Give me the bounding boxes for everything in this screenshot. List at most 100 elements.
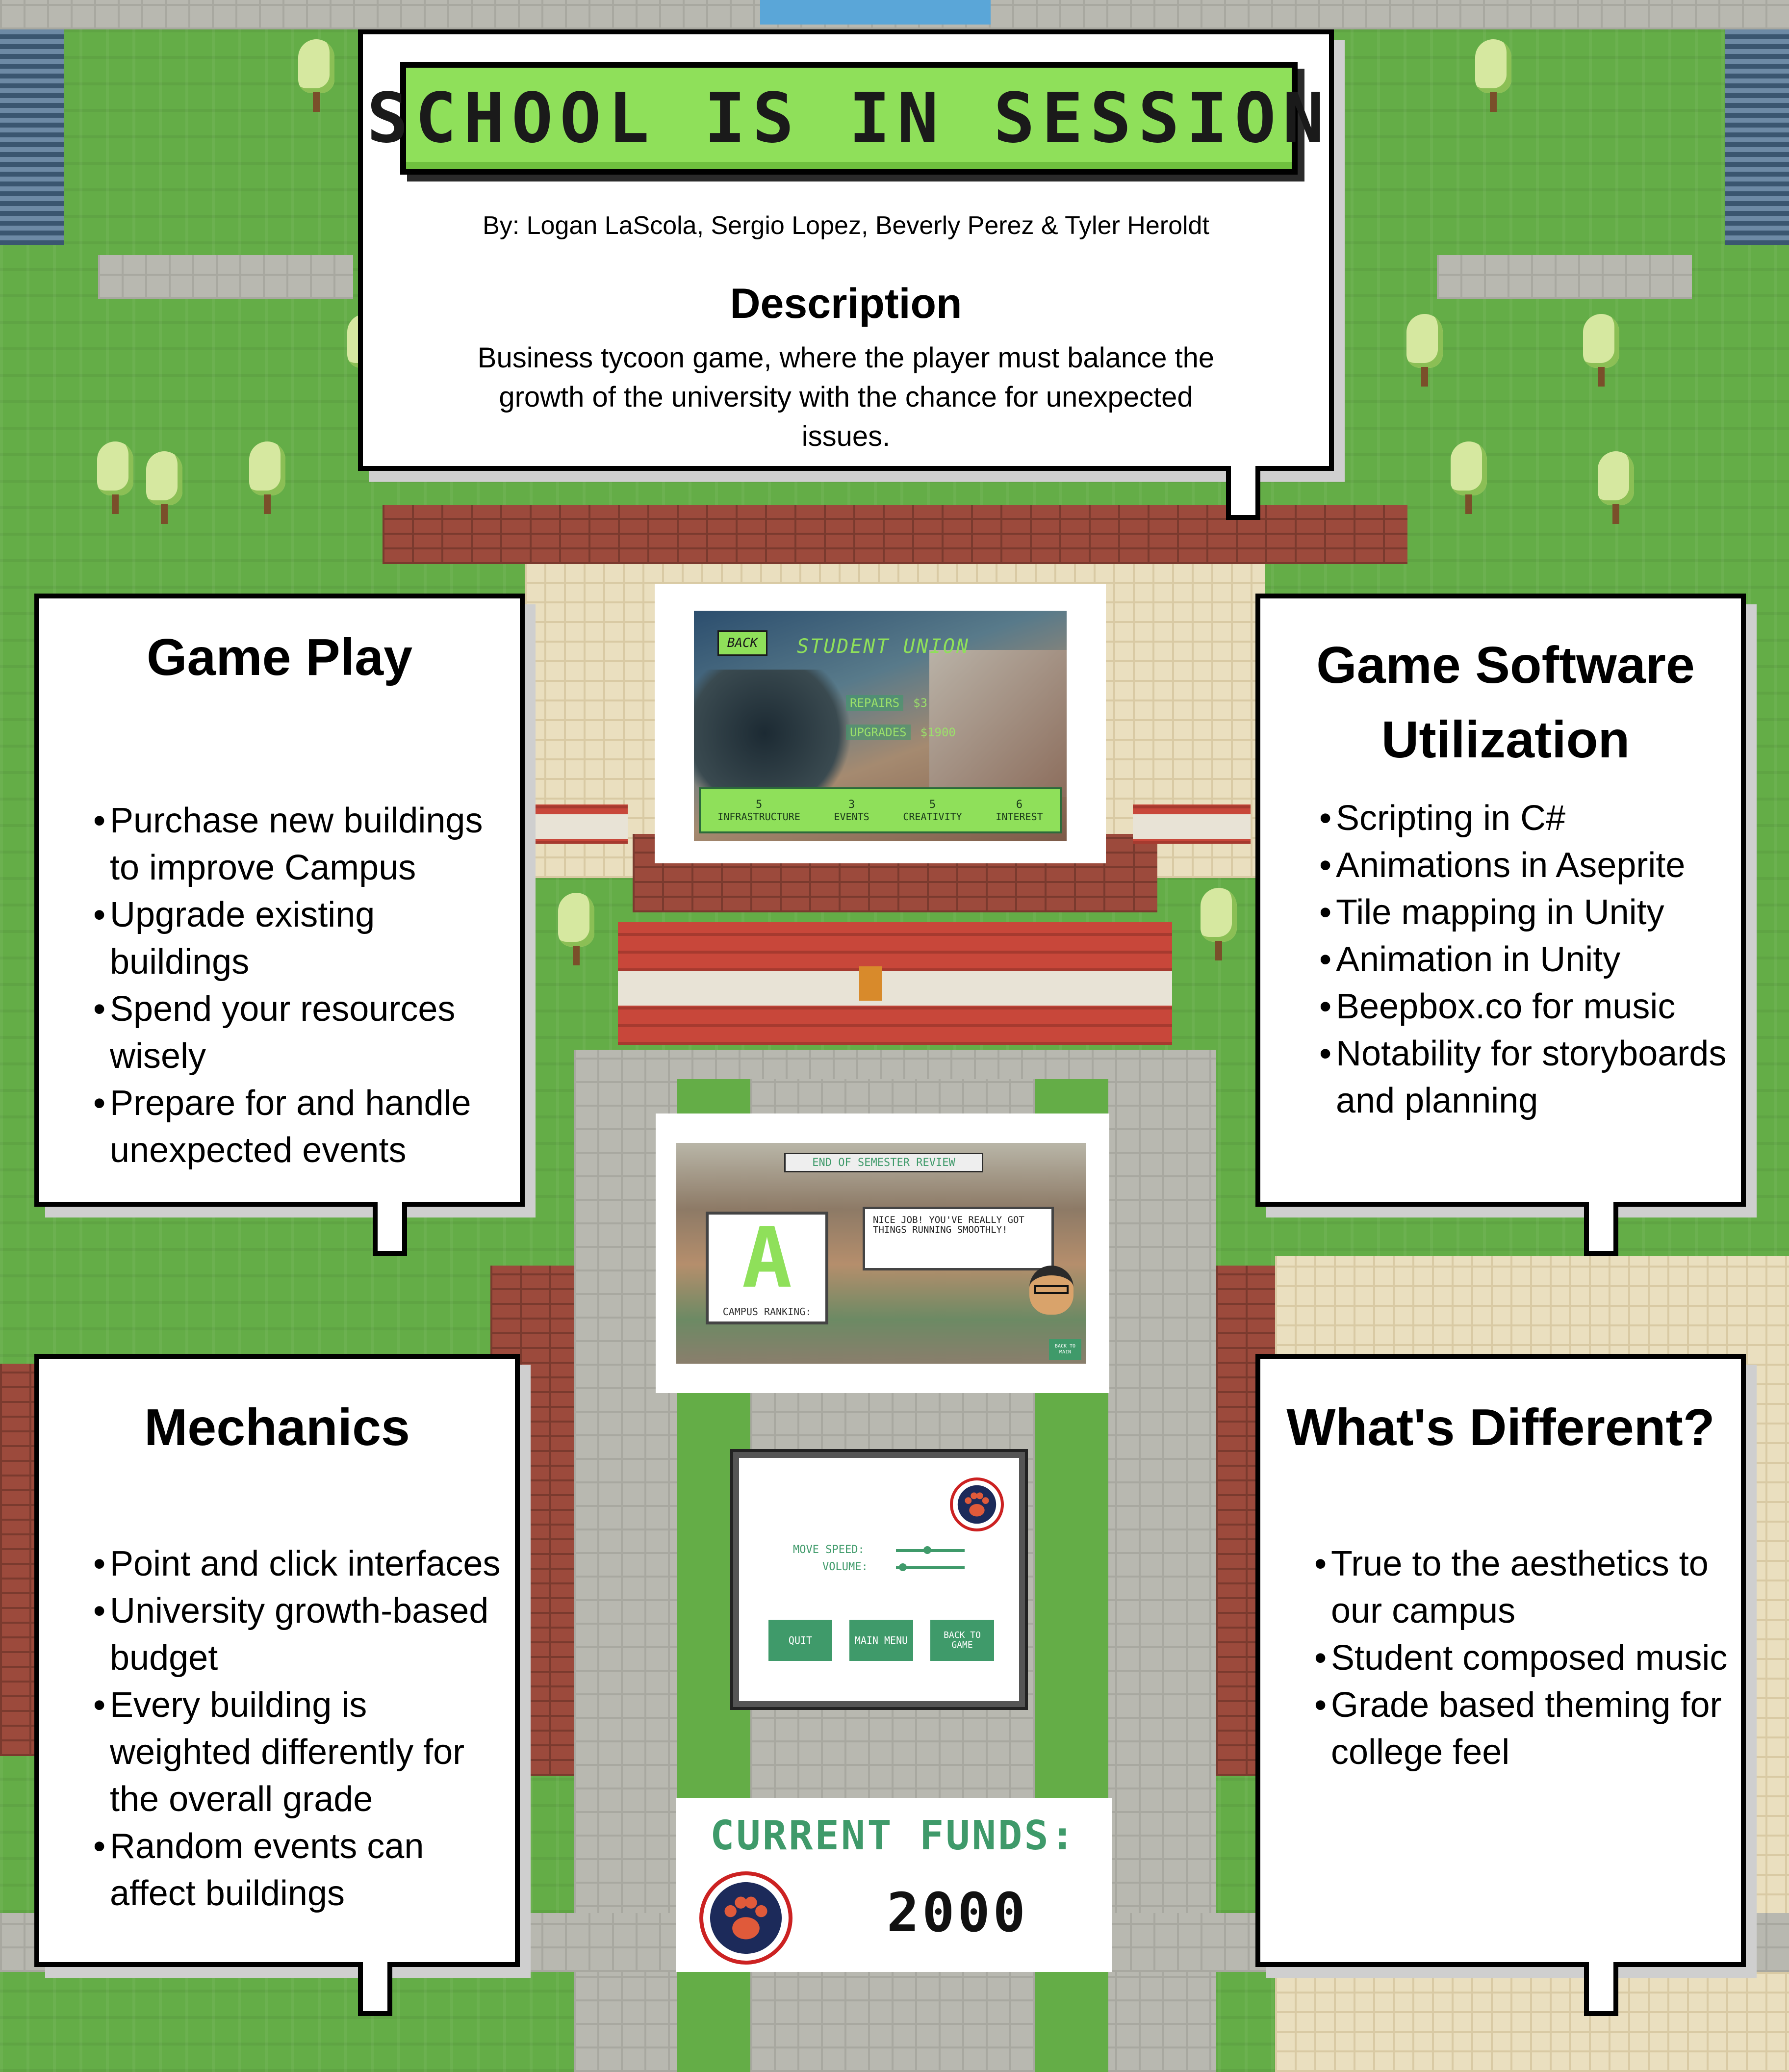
student-union-title: STUDENT UNION [797,635,970,658]
list-item: Grade based theming for college feel [1314,1682,1736,1776]
different-tail [1584,1962,1618,2016]
review-message-bubble: NICE JOB! YOU'VE REALLY GOT THINGS RUNNI… [863,1207,1054,1270]
game-play-heading: Game Play [39,628,520,687]
list-item: Spend your resources wisely [93,985,510,1080]
back-to-main-label: BACK TO MAIN [1049,1344,1081,1355]
quit-label: QUIT [789,1634,812,1646]
list-item: Purchase new buildings to improve Campus [93,797,510,891]
settings-screenshot: MOVE SPEED: VOLUME: QUIT MAIN MENU BACK … [733,1452,1025,1707]
move-speed-slider-thumb[interactable] [923,1546,931,1554]
current-funds-panel: CURRENT FUNDS: 2000 [676,1798,1112,1972]
volume-slider-thumb[interactable] [899,1563,907,1571]
back-to-main-button[interactable]: BACK TO MAIN [1049,1339,1081,1360]
list-item: Every building is weighted differently f… [93,1682,515,1823]
list-item: Random events can affect buildings [93,1823,515,1917]
different-heading: What's Different? [1260,1398,1741,1457]
move-speed-label: MOVE SPEED: [793,1544,865,1556]
description-heading: Description [363,280,1329,328]
tree [294,39,338,113]
stat-events: 3 EVENTS [834,799,869,823]
left-wing-windows [535,814,628,839]
game-play-panel: Game Play Purchase new buildings to impr… [34,594,525,1207]
stat-value: 5 [903,799,962,811]
path-left-upper [98,255,353,299]
description-text: Business tycoon game, where the player m… [456,338,1236,456]
tree [1594,451,1638,525]
upgrades-row[interactable]: UPGRADES $1900 [846,724,1003,741]
path-right-upper [1437,255,1692,299]
mechanics-panel: Mechanics Point and click interfaces Uni… [34,1354,520,1967]
quit-button[interactable]: QUIT [768,1620,832,1661]
main-building-door [859,966,882,1001]
list-item: Point and click interfaces [93,1540,515,1587]
repairs-row[interactable]: REPAIRS $3 [846,694,983,712]
right-wing-windows [1133,814,1251,839]
move-speed-slider[interactable] [896,1549,965,1552]
tree [1403,314,1447,388]
funds-paw-icon [699,1871,792,1965]
repairs-value: $3 [913,696,927,710]
stats-bar: 5 INFRASTRUCTURE 3 EVENTS 5 CREATIVITY 6… [699,787,1062,833]
main-building-windows [618,971,1172,1006]
grade-letter: A [709,1210,825,1307]
list-item: Upgrade existing buildings [93,891,510,985]
student-union-screenshot: BACK STUDENT UNION REPAIRS $3 UPGRADES $… [655,584,1106,863]
stat-label: EVENTS [834,811,869,823]
list-item: True to the aesthetics to our campus [1314,1540,1736,1634]
list-item: Scripting in C# [1319,795,1736,842]
main-building-roof-lower [618,1006,1172,1045]
back-button-label: BACK [727,636,758,650]
fountain [760,0,991,25]
stairs-left [0,29,64,245]
main-menu-label: MAIN MENU [855,1634,908,1646]
paw-icon [950,1477,1004,1531]
stat-value: 3 [834,799,869,811]
stat-creativity: 5 CREATIVITY [903,799,962,823]
volume-label: VOLUME: [822,1561,868,1573]
mechanics-heading: Mechanics [39,1398,515,1457]
stat-value: 6 [996,799,1043,811]
back-to-game-button[interactable]: BACK TO GAME [930,1620,994,1661]
title-panel-tail [1226,466,1260,520]
upgrades-value: $1900 [920,725,956,739]
back-button[interactable]: BACK [717,630,767,656]
student-union-scene: BACK STUDENT UNION REPAIRS $3 UPGRADES $… [694,611,1067,841]
list-item: Notability for storyboards and planning [1319,1030,1736,1124]
different-list: True to the aesthetics to our campus Stu… [1314,1540,1736,1776]
tree [1197,888,1241,961]
volume-slider[interactable] [896,1566,965,1569]
review-title: END OF SEMESTER REVIEW [784,1153,983,1172]
mechanics-list: Point and click interfaces University gr… [93,1540,515,1917]
repairs-label: REPAIRS [846,695,903,711]
stat-infrastructure: 5 INFRASTRUCTURE [717,799,800,823]
stat-interest: 6 INTEREST [996,799,1043,823]
main-menu-button[interactable]: MAIN MENU [849,1620,913,1661]
review-title-text: END OF SEMESTER REVIEW [812,1157,955,1169]
stat-label: INFRASTRUCTURE [717,811,800,823]
stat-label: CREATIVITY [903,811,962,823]
tree-photo [694,670,870,797]
game-title: SCHOOL IS IN SESSION [367,78,1331,158]
list-item: Beepbox.co for music [1319,983,1736,1030]
mechanics-tail [358,1962,392,2016]
upgrades-label: UPGRADES [846,725,911,740]
advisor-avatar [1024,1266,1078,1334]
list-item: Tile mapping in Unity [1319,889,1736,936]
game-play-tail [373,1202,407,1256]
software-heading: Game Software Utilization [1275,628,1736,777]
different-panel: What's Different? True to the aesthetics… [1255,1354,1746,1967]
game-play-list: Purchase new buildings to improve Campus… [93,797,510,1174]
title-panel: SCHOOL IS IN SESSION By: Logan LaScola, … [358,29,1334,471]
list-item: Prepare for and handle unexpected events [93,1080,510,1174]
tree [554,893,598,966]
stat-label: INTEREST [996,811,1043,823]
ranking-label: CAMPUS RANKING: [709,1306,825,1318]
stairs-right [1725,29,1789,245]
ranking-card: A CAMPUS RANKING: [706,1212,828,1324]
list-item: Student composed music [1314,1634,1736,1682]
review-message: NICE JOB! YOU'VE REALLY GOT THINGS RUNNI… [873,1215,1044,1235]
tree [93,441,137,515]
list-item: Animations in Aseprite [1319,842,1736,889]
back-to-game-label: BACK TO GAME [930,1631,994,1650]
review-scene: END OF SEMESTER REVIEW A CAMPUS RANKING:… [676,1143,1086,1364]
